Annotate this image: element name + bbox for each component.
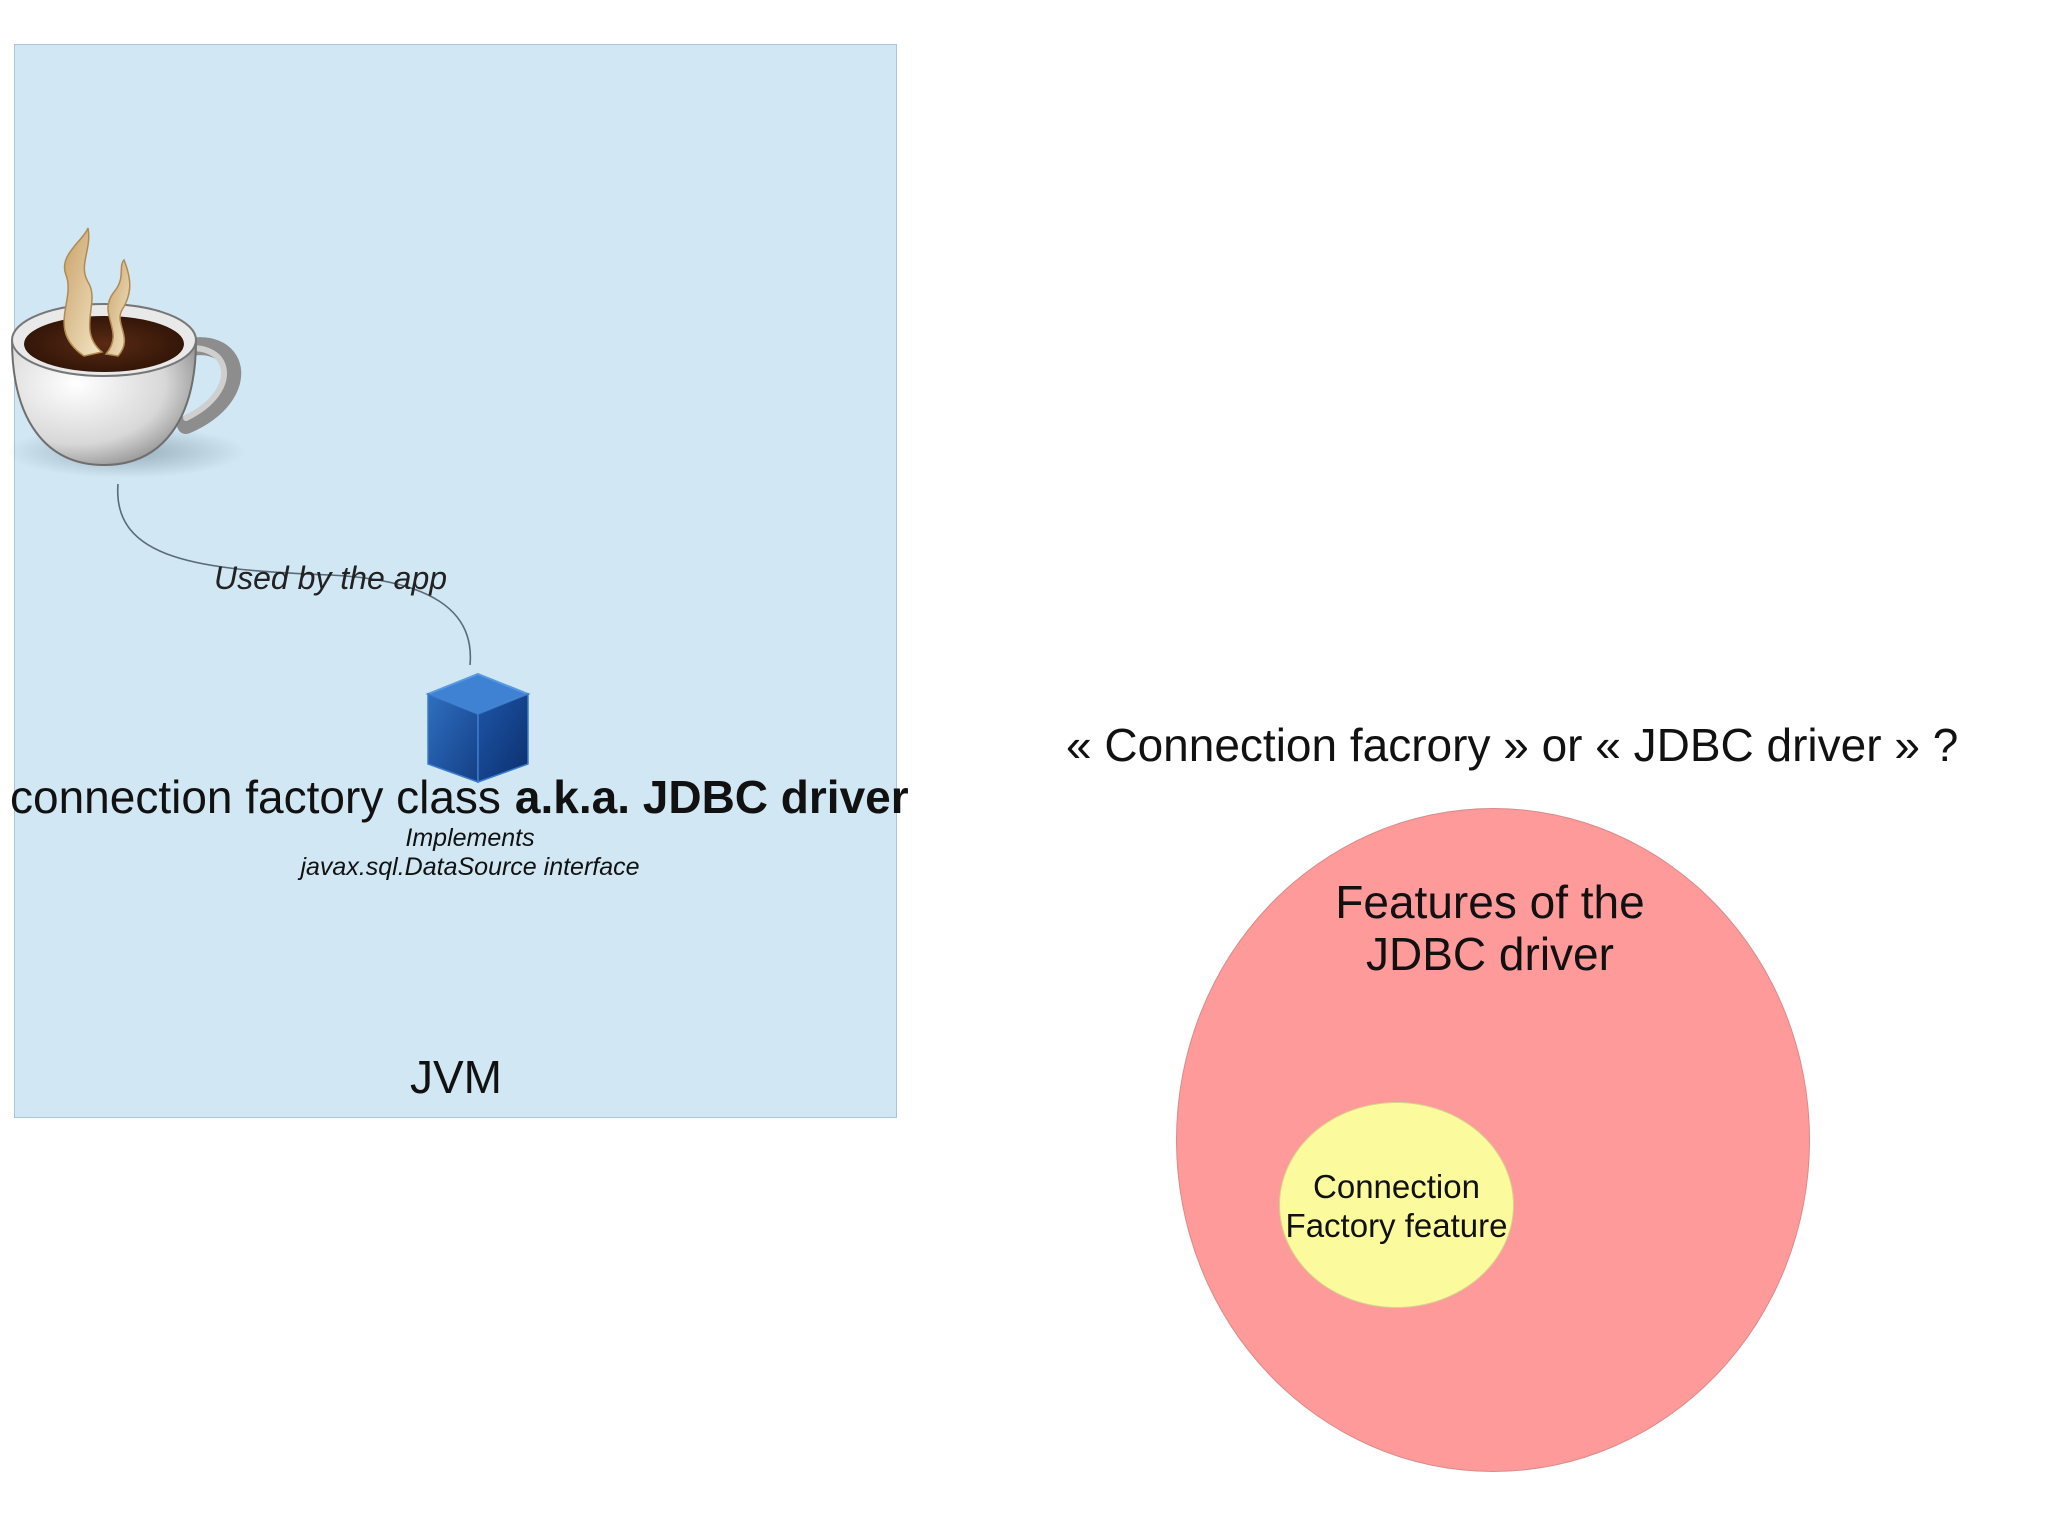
implements-line-2: javax.sql.DataSource interface	[300, 853, 640, 881]
factory-class-aka: a.k.a. JDBC driver	[514, 771, 909, 823]
inner-label-line-1: Connection	[1313, 1168, 1480, 1205]
outer-label-line-2: JDBC driver	[1366, 928, 1614, 980]
implements-note: Implements javax.sql.DataSource interfac…	[230, 824, 710, 882]
question-heading: « Connection facrory » or « JDBC driver …	[1066, 719, 1959, 771]
implements-line-1: Implements	[405, 824, 535, 852]
coffee-cup-icon	[6, 227, 246, 478]
outer-label-line-1: Features of the	[1335, 876, 1645, 928]
connection-factory-feature-circle	[1279, 1102, 1514, 1308]
jvm-label: JVM	[410, 1051, 502, 1103]
jdbc-driver-features-circle	[1176, 808, 1810, 1472]
blue-cube-icon	[425, 672, 531, 784]
inner-label-line-2: Factory feature	[1285, 1207, 1508, 1244]
connector-label: Used by the app	[214, 560, 448, 596]
jvm-box	[14, 44, 897, 1118]
jdbc-driver-features-label: Features of the JDBC driver	[1250, 876, 1730, 980]
factory-class-main: connection factory class	[10, 771, 501, 823]
connection-factory-feature-label: Connection Factory feature	[1270, 1167, 1523, 1245]
